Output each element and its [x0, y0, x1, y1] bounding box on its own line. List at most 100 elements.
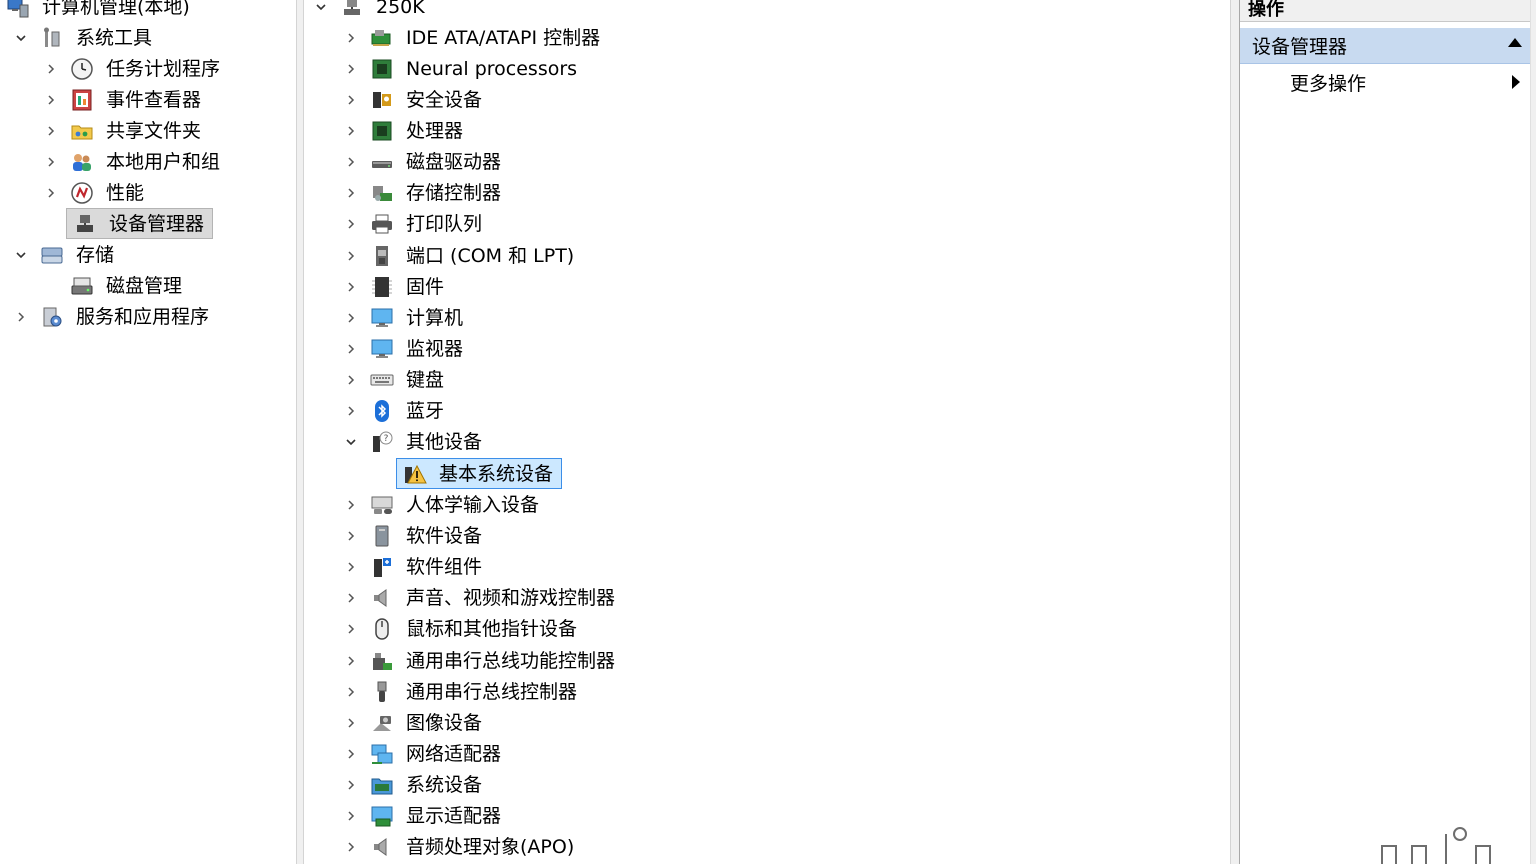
chevron-right-icon[interactable] — [342, 676, 360, 707]
chevron-right-icon[interactable] — [342, 520, 360, 551]
device-category-label: 计算机 — [406, 306, 464, 329]
security-device-icon — [370, 88, 394, 112]
chevron-right-icon[interactable] — [342, 84, 360, 115]
tree-item[interactable]: 服务和应用程序 — [12, 301, 213, 332]
device-category[interactable]: 磁盘驱动器 — [342, 147, 505, 178]
device-category-label: 显示适配器 — [406, 805, 502, 828]
device-category-label: 音频处理对象(APO) — [406, 836, 575, 859]
pane-splitter-left[interactable] — [296, 0, 304, 864]
tree-item[interactable]: 系统工具 — [12, 22, 156, 53]
device-category-label: 系统设备 — [406, 774, 483, 797]
device-item[interactable]: 基本系统设备 — [396, 458, 563, 490]
tree-item-label: 服务和应用程序 — [76, 305, 210, 328]
device-category[interactable]: 系统设备 — [342, 770, 486, 801]
chevron-right-icon[interactable] — [342, 271, 360, 302]
chevron-right-icon[interactable] — [42, 208, 60, 239]
device-category[interactable]: 计算机 — [342, 302, 467, 333]
chevron-right-icon[interactable] — [42, 84, 60, 115]
device-category[interactable]: Neural processors — [342, 53, 581, 84]
chevron-right-icon[interactable] — [42, 177, 60, 208]
device-category[interactable]: 显示适配器 — [342, 801, 505, 832]
device-category[interactable]: ?其他设备 — [342, 427, 486, 458]
device-tree-root[interactable]: 250K — [312, 0, 429, 22]
pane-splitter-right[interactable] — [1230, 0, 1240, 864]
tree-item[interactable]: 本地用户和组 — [42, 146, 224, 177]
chevron-right-icon[interactable] — [342, 147, 360, 178]
chevron-right-icon[interactable] — [342, 115, 360, 146]
device-category[interactable]: 图像设备 — [342, 707, 486, 738]
tree-root-computer-management[interactable]: 计算机管理(本地) — [6, 0, 194, 22]
chevron-right-icon[interactable] — [342, 738, 360, 769]
device-category[interactable]: 打印队列 — [342, 209, 486, 240]
chevron-right-icon[interactable] — [42, 146, 60, 177]
chevron-down-icon[interactable] — [12, 22, 30, 53]
device-category[interactable]: 安全设备 — [342, 84, 486, 115]
device-category[interactable]: 蓝牙 — [342, 396, 448, 427]
chevron-right-icon[interactable] — [342, 22, 360, 53]
chevron-down-icon[interactable] — [342, 427, 360, 458]
chevron-right-icon[interactable] — [12, 301, 30, 332]
tree-item[interactable]: 存储 — [12, 239, 118, 270]
chevron-right-icon[interactable] — [342, 832, 360, 863]
tree-item[interactable]: 性能 — [42, 177, 148, 208]
chevron-right-icon[interactable] — [342, 801, 360, 832]
collapse-triangle-icon[interactable] — [1508, 38, 1522, 47]
device-category[interactable]: IDE ATA/ATAPI 控制器 — [342, 22, 604, 53]
system-devices-icon — [370, 773, 394, 797]
tree-item-label: 存储 — [76, 243, 115, 266]
chevron-right-icon[interactable] — [342, 707, 360, 738]
chevron-right-icon[interactable] — [342, 334, 360, 365]
device-category[interactable]: 键盘 — [342, 365, 448, 396]
device-category[interactable]: 处理器 — [342, 115, 467, 146]
device-category[interactable]: 存储控制器 — [342, 178, 505, 209]
chevron-right-icon[interactable] — [342, 614, 360, 645]
chevron-down-icon[interactable] — [12, 239, 30, 270]
services-icon — [40, 305, 64, 329]
chevron-right-icon[interactable] — [342, 302, 360, 333]
device-category[interactable]: 声音、视频和游戏控制器 — [342, 583, 619, 614]
device-category[interactable]: 监视器 — [342, 334, 467, 365]
device-category[interactable]: 音频处理对象(APO) — [342, 832, 578, 863]
chevron-right-icon[interactable] — [42, 115, 60, 146]
device-category[interactable]: 通用串行总线控制器 — [342, 676, 581, 707]
device-category[interactable]: 软件设备 — [342, 520, 486, 551]
chevron-right-icon[interactable] — [342, 365, 360, 396]
tree-item[interactable]: 事件查看器 — [42, 84, 205, 115]
watermark-logo-icon — [1379, 825, 1493, 864]
device-category[interactable]: 端口 (COM 和 LPT) — [342, 240, 578, 271]
computer-monitor-icon — [370, 337, 394, 361]
mouse-icon — [370, 617, 394, 641]
chevron-right-icon[interactable] — [342, 209, 360, 240]
chevron-right-icon[interactable] — [342, 645, 360, 676]
device-category[interactable]: 通用串行总线功能控制器 — [342, 645, 619, 676]
computer-management-icon — [6, 0, 30, 19]
chevron-right-icon[interactable] — [342, 53, 360, 84]
tree-item-label: 本地用户和组 — [106, 150, 221, 173]
tree-item[interactable]: 设备管理器 — [42, 208, 214, 239]
selected-highlight[interactable]: 设备管理器 — [66, 208, 214, 239]
tree-item[interactable]: 磁盘管理 — [42, 270, 186, 301]
chevron-right-icon[interactable] — [342, 770, 360, 801]
chevron-down-icon[interactable] — [312, 0, 330, 22]
tree-item[interactable]: 共享文件夹 — [42, 115, 205, 146]
chevron-right-icon[interactable] — [42, 270, 60, 301]
chevron-right-icon[interactable] — [342, 583, 360, 614]
chevron-right-icon[interactable] — [42, 53, 60, 84]
device-category[interactable]: 鼠标和其他指针设备 — [342, 614, 581, 645]
event-viewer-icon — [70, 88, 94, 112]
device-category[interactable]: 固件 — [342, 271, 448, 302]
chevron-right-icon[interactable] — [342, 240, 360, 271]
processor-chip-icon — [370, 57, 394, 81]
actions-section-device-manager[interactable]: 设备管理器 — [1240, 28, 1530, 64]
selected-device-highlight[interactable]: 基本系统设备 — [396, 458, 563, 490]
chevron-right-icon[interactable] — [342, 552, 360, 583]
device-category[interactable]: 网络适配器 — [342, 738, 505, 769]
chevron-right-icon[interactable] — [342, 178, 360, 209]
device-category[interactable]: 软件组件 — [342, 552, 486, 583]
more-actions-item[interactable]: 更多操作 — [1240, 66, 1530, 98]
right-edge-scrollbar[interactable] — [1530, 0, 1536, 864]
chevron-right-icon[interactable] — [342, 396, 360, 427]
tree-item[interactable]: 任务计划程序 — [42, 53, 224, 84]
device-category[interactable]: 人体学输入设备 — [342, 489, 543, 520]
chevron-right-icon[interactable] — [342, 489, 360, 520]
